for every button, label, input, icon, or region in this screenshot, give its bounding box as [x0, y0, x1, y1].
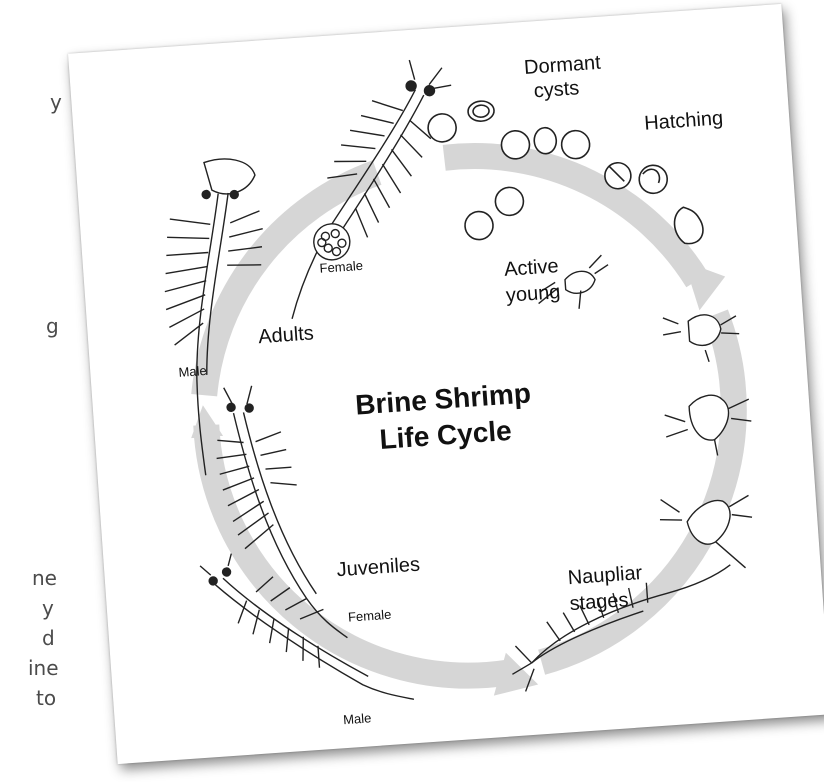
arrowhead-left — [189, 404, 223, 438]
bg-text-fragment: to — [36, 686, 56, 710]
bg-text-fragment: y — [50, 90, 62, 114]
life-cycle-diagram-card: Dormant cysts Hatching Active young Adul… — [68, 4, 824, 764]
label-juvenile-female: Female — [347, 607, 391, 625]
label-dormant-cysts-line1: Dormant — [523, 52, 601, 79]
bg-text-fragment: ine — [28, 656, 59, 680]
label-naupliar-stages-line2: stages — [569, 589, 629, 615]
label-adult-male: Male — [178, 363, 207, 380]
diagram-title-line2: Life Cycle — [378, 415, 512, 455]
label-naupliar-stages-line1: Naupliar — [567, 562, 643, 589]
label-dormant-cysts-line2: cysts — [533, 77, 580, 102]
bg-text-fragment: d — [42, 626, 55, 650]
bg-text-fragment: y — [42, 596, 54, 620]
bg-text-fragment: g — [46, 314, 59, 338]
label-active-young-line1: Active — [503, 255, 559, 281]
bg-text-fragment: ne — [32, 566, 57, 590]
arrowhead-right — [684, 259, 727, 312]
label-hatching: Hatching — [644, 107, 724, 134]
label-adult-female: Female — [319, 258, 363, 276]
label-juvenile-male: Male — [343, 710, 372, 727]
label-juveniles: Juveniles — [336, 554, 421, 582]
life-cycle-diagram: Dormant cysts Hatching Active young Adul… — [68, 4, 824, 764]
diagram-title-line1: Brine Shrimp — [354, 377, 532, 420]
label-adults: Adults — [258, 322, 315, 348]
label-active-young-line2: young — [505, 281, 561, 307]
